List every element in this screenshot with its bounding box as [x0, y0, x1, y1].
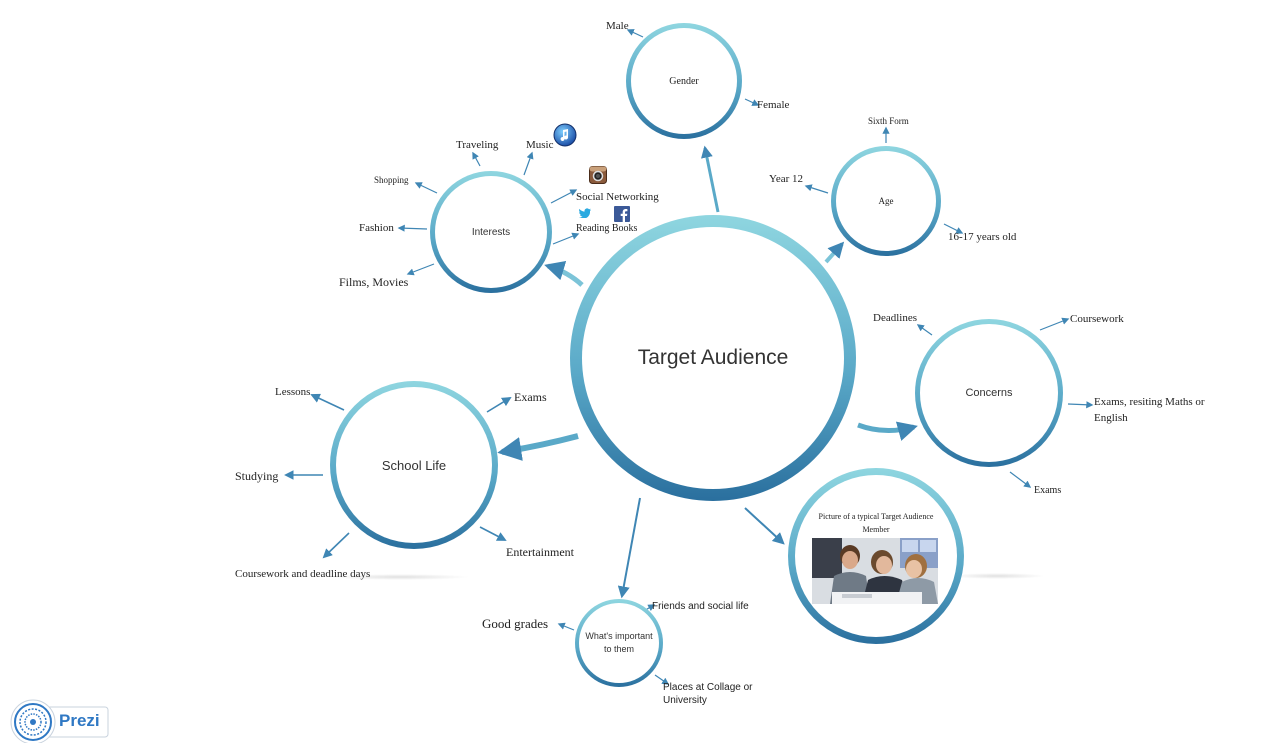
- arrow-female: [744, 98, 760, 106]
- picture-caption-line1: Picture of a typical Target Audience: [818, 512, 934, 521]
- main-topic-node[interactable]: Target Audience: [570, 215, 856, 501]
- arrow-exams-resit: [1067, 401, 1094, 409]
- concerns-node[interactable]: Concerns: [915, 319, 1063, 467]
- prezi-badge-icon: [10, 699, 109, 745]
- arrow-to-gender: [701, 145, 720, 213]
- arrow-to-picture: [744, 507, 785, 545]
- concern-coursework: Coursework: [1070, 313, 1124, 325]
- concern-deadlines: Deadlines: [873, 312, 917, 324]
- age-16-17: 16-17 years old: [948, 231, 1017, 243]
- main-topic-label: Target Audience: [637, 346, 789, 369]
- arrow-films: [406, 263, 435, 276]
- important-label-line1: What's important: [585, 631, 653, 641]
- arrow-fashion: [397, 224, 428, 232]
- important-label-line2: to them: [603, 644, 634, 654]
- arrow-reading: [552, 232, 580, 245]
- concern-exams-resit-line2: English: [1094, 412, 1128, 424]
- arrow-exams-school: [486, 397, 512, 413]
- arrow-places: [654, 674, 670, 685]
- arrow-to-age: [824, 241, 845, 264]
- concerns-label: Concerns: [965, 387, 1013, 399]
- important-friends: Friends and social life: [652, 601, 749, 612]
- arrow-shopping: [414, 182, 438, 194]
- instagram-icon: [589, 166, 607, 184]
- twitter-icon: [579, 208, 591, 218]
- age-sixth-form: Sixth Form: [868, 116, 909, 126]
- arrow-to-school-life: [497, 433, 579, 461]
- age-node[interactable]: Age: [831, 146, 941, 256]
- prezi-logo[interactable]: Prezi: [10, 699, 110, 745]
- school-coursework: Coursework and deadline days: [235, 568, 371, 580]
- arrow-music: [523, 151, 534, 176]
- school-exams: Exams: [514, 390, 547, 404]
- age-year-12: Year 12: [769, 173, 804, 185]
- school-lessons: Lessons: [275, 386, 311, 398]
- arrow-male: [626, 29, 644, 38]
- school-studying: Studying: [235, 469, 279, 483]
- arrow-to-concerns: [857, 421, 918, 441]
- interests-label: Interests: [471, 226, 511, 238]
- interest-films: Films, Movies: [339, 275, 409, 289]
- interest-traveling: Traveling: [456, 139, 499, 151]
- gender-node[interactable]: Gender: [626, 23, 742, 139]
- interest-fashion: Fashion: [359, 222, 394, 234]
- arrow-deadlines: [916, 324, 933, 336]
- arrow-traveling: [472, 151, 481, 167]
- important-good-grades: Good grades: [482, 616, 549, 631]
- interest-reading-books: Reading Books: [576, 223, 638, 234]
- concern-exams-resit-line1: Exams, resiting Maths or: [1094, 396, 1205, 408]
- interests-node[interactable]: Interests: [430, 171, 552, 293]
- picture-caption: Picture of a typical Target Audience Mem…: [804, 510, 948, 536]
- interest-music: Music: [526, 139, 554, 151]
- important-node[interactable]: What's important to them: [575, 599, 663, 687]
- gender-male: Male: [606, 20, 629, 32]
- prezi-logo-text: Prezi: [59, 711, 100, 730]
- concern-exams: Exams: [1034, 485, 1062, 496]
- arrow-entertainment: [479, 526, 507, 541]
- arrow-to-interests: [544, 261, 584, 287]
- interest-social-networking: Social Networking: [576, 191, 659, 203]
- facebook-icon: [614, 206, 630, 222]
- school-life-shadow: [330, 574, 470, 580]
- picture-caption-line2: Member: [862, 525, 890, 534]
- arrow-coursework-school: [322, 532, 350, 559]
- picture-shadow: [950, 573, 1045, 579]
- gender-label: Gender: [669, 75, 699, 87]
- important-places-line2: University: [663, 695, 707, 706]
- arrow-social: [550, 189, 578, 204]
- arrow-to-important: [617, 497, 641, 599]
- important-places-line1: Places at Collage or: [663, 682, 753, 693]
- arrow-year12: [804, 184, 829, 194]
- arrow-good-grades: [557, 622, 575, 631]
- school-life-node[interactable]: School Life: [330, 381, 498, 549]
- school-entertainment: Entertainment: [506, 545, 574, 559]
- gender-female: Female: [757, 99, 790, 111]
- school-life-label: School Life: [381, 457, 447, 473]
- arrow-coursework: [1039, 317, 1070, 331]
- arrow-16-17: [943, 223, 964, 234]
- age-label: Age: [878, 196, 894, 206]
- arrow-exams-concerns: [1009, 471, 1032, 488]
- students-photo: [812, 538, 938, 604]
- arrow-lessons: [310, 393, 345, 411]
- interest-shopping: Shopping: [374, 175, 409, 185]
- itunes-icon: [553, 123, 577, 147]
